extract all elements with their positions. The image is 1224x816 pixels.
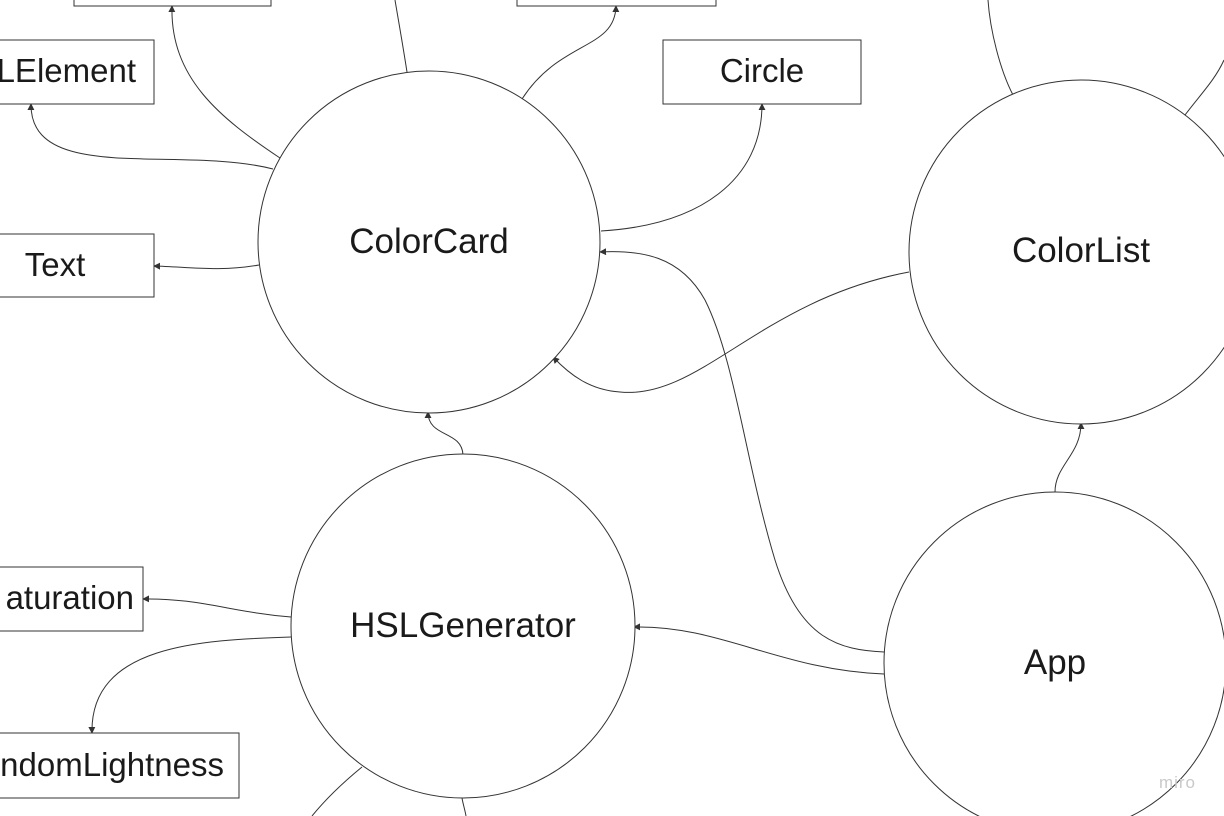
hslgenerator-circle <box>290 453 636 799</box>
random-lightness-box <box>0 732 240 799</box>
colorcard-label: ColorCard <box>349 222 509 261</box>
random-lightness-node: ndomLightness <box>0 732 240 799</box>
colorlist-circle <box>908 79 1224 425</box>
edge-hslgenerator-to-colorcard <box>424 411 464 456</box>
edge-hslgenerator-bottom-line <box>461 797 467 816</box>
circle-nodes: ColorCard ColorList HSLGenerator App <box>257 70 1224 816</box>
app-circle <box>883 491 1224 816</box>
edge-hslgenerator-to-random-lightness <box>88 636 292 734</box>
edge-app-to-colorcard <box>599 248 885 653</box>
hslgenerator-label: HSLGenerator <box>350 606 576 645</box>
edge-colorlist-to-colorcard <box>552 271 910 393</box>
edge-colorcard-to-top-middle-line <box>394 0 408 73</box>
text-box <box>0 233 155 298</box>
circle-label: Circle <box>720 52 804 89</box>
top-right-box <box>516 0 717 7</box>
htmlelement-box <box>0 39 155 105</box>
edge-colorlist-top-line-1 <box>987 0 1014 96</box>
edge-app-to-colorlist <box>1054 422 1085 493</box>
box-nodes: LElement Text Circle aturation ndomLight… <box>0 0 862 799</box>
edge-colorcard-to-circle <box>600 103 766 232</box>
edge-colorcard-to-text <box>153 262 260 270</box>
edge-colorcard-to-top-left-box <box>168 5 281 159</box>
edge-app-to-hslgenerator <box>633 623 885 675</box>
circle-node: Circle <box>662 39 862 105</box>
colorlist-node: ColorList <box>908 79 1224 425</box>
saturation-box <box>0 566 144 632</box>
hslgenerator-node: HSLGenerator <box>290 453 636 799</box>
app-node: App <box>883 491 1224 816</box>
text-label: Text <box>25 246 86 283</box>
app-label: App <box>1024 643 1086 682</box>
htmlelement-label: LElement <box>0 52 136 89</box>
circle-box <box>662 39 862 105</box>
top-left-box <box>73 0 272 7</box>
colorcard-circle <box>257 70 601 414</box>
random-lightness-label: ndomLightness <box>0 746 224 783</box>
miro-watermark: miro <box>1159 773 1196 792</box>
htmlelement-node: LElement <box>0 39 155 105</box>
edge-hslgenerator-to-saturation <box>142 595 292 618</box>
saturation-label: aturation <box>6 579 134 616</box>
edge-colorcard-to-htmlelement <box>27 103 274 170</box>
saturation-node: aturation <box>0 566 144 632</box>
colorcard-node: ColorCard <box>257 70 601 414</box>
edge-colorlist-top-line-2 <box>1184 59 1224 116</box>
text-node: Text <box>0 233 155 298</box>
edge-hslgenerator-bottom-left-line <box>311 766 363 816</box>
colorlist-label: ColorList <box>1012 231 1150 270</box>
edge-colorcard-to-top-right-box <box>521 5 620 100</box>
edges <box>27 0 1224 816</box>
